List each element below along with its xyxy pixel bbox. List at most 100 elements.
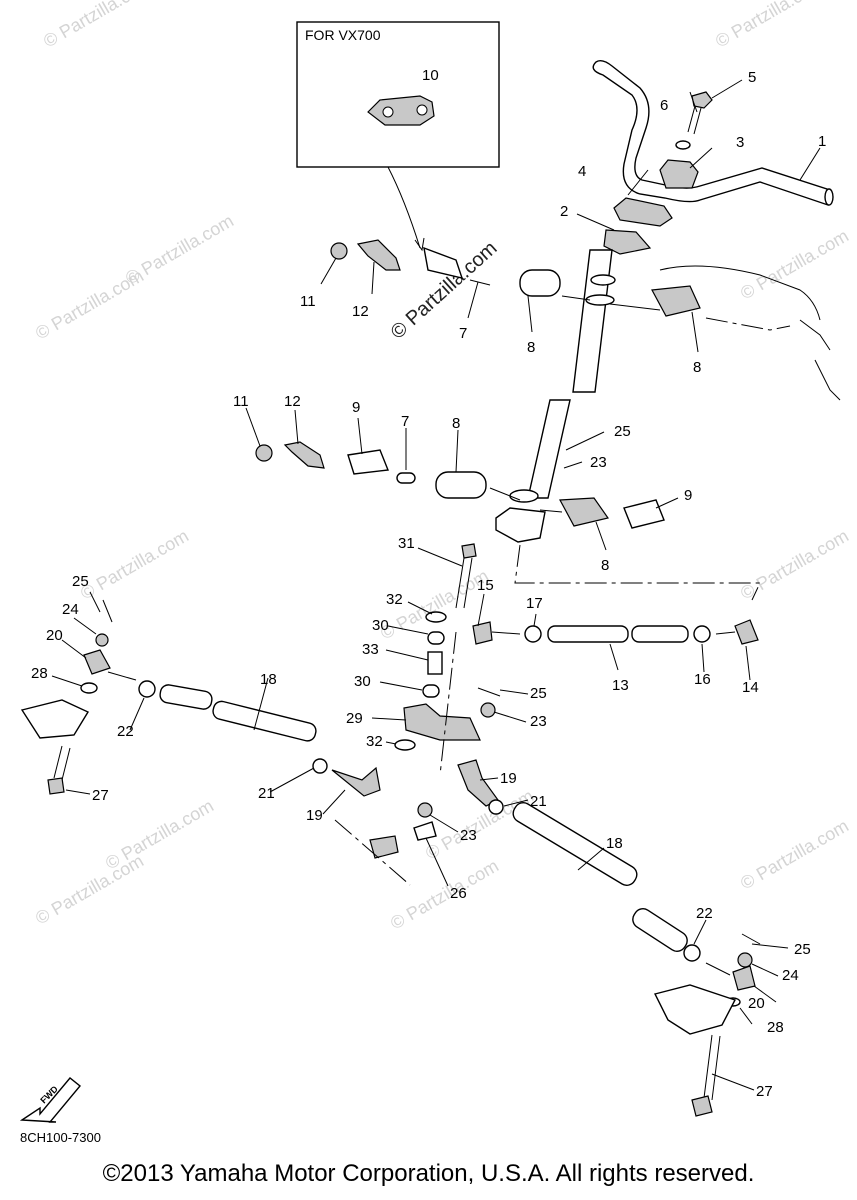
- tie-rod-end-part-15: [472, 621, 493, 645]
- washer-part-32-upper: [425, 611, 447, 623]
- callout-23-lower: 23: [460, 827, 477, 844]
- callout-8-mid: 8: [452, 415, 460, 432]
- bushing-part-8-upper-right: [651, 285, 701, 317]
- callout-23-mid: 23: [530, 713, 547, 730]
- spacer-part-33: [427, 651, 443, 675]
- callout-30-upper: 30: [372, 617, 389, 634]
- bushing-part-9-right: [623, 499, 665, 529]
- callout-5: 5: [748, 69, 756, 86]
- bolt-part-27-left: [47, 777, 65, 795]
- tie-rod-end-part-19-right: [457, 759, 499, 807]
- nut-part-21-right: [488, 799, 504, 815]
- callout-9-right: 9: [684, 487, 692, 504]
- bushing-part-8-mid: [435, 471, 487, 499]
- bolt-head-part-5: [691, 91, 713, 109]
- callout-13: 13: [612, 677, 629, 694]
- column-holder-part-2: [603, 229, 652, 255]
- watermark: © Partzilla.com: [737, 815, 852, 893]
- callout-25-top: 25: [614, 423, 631, 440]
- callout-3: 3: [736, 134, 744, 151]
- nut-part-24-right: [737, 952, 753, 968]
- callout-9-mid: 9: [352, 399, 360, 416]
- tie-rod-part-18-right-a: [512, 802, 638, 886]
- bushing-part-8-mid-right: [559, 497, 609, 527]
- tie-rod-part-18-left-a: [159, 684, 213, 710]
- callout-26: 26: [450, 885, 467, 902]
- callout-18-left: 18: [260, 671, 277, 688]
- callout-20-right: 20: [748, 995, 765, 1012]
- leader-lines: [51, 79, 821, 1091]
- callout-25-mid: 25: [530, 685, 547, 702]
- callout-19-left: 19: [306, 807, 323, 824]
- nut-part-11-mid: [255, 444, 273, 462]
- watermark: © Partzilla.com: [40, 0, 155, 51]
- callout-8-upper-right: 8: [693, 359, 701, 376]
- nut-part-21-left: [312, 758, 328, 774]
- link-part-12-upper: [356, 239, 401, 271]
- watermark: © Partzilla.com: [77, 525, 192, 603]
- nut-part-23-upper: [480, 702, 496, 718]
- callout-6: 6: [660, 97, 668, 114]
- steering-column-upper: [572, 249, 613, 393]
- callout-7-mid: 7: [401, 413, 409, 430]
- knuckle-arm-right: [653, 984, 736, 1035]
- nut-part-11-upper: [330, 242, 348, 260]
- steering-column-lower: [527, 399, 571, 499]
- nut-part-16: [693, 625, 711, 643]
- watermark: © Partzilla.com: [32, 850, 147, 928]
- callout-14: 14: [742, 679, 759, 696]
- washer-part-32-lower: [394, 739, 416, 751]
- callout-28-left: 28: [31, 665, 48, 682]
- washer-part-26: [413, 821, 437, 841]
- callout-11-upper: 11: [300, 293, 316, 310]
- callout-27-right: 27: [756, 1083, 773, 1100]
- callout-12-mid: 12: [284, 393, 301, 410]
- callout-22-right: 22: [696, 905, 713, 922]
- knuckle-arm-left: [20, 699, 90, 739]
- callout-27-left: 27: [92, 787, 109, 804]
- callout-8-mid-right: 8: [601, 557, 609, 574]
- callout-20-left: 20: [46, 627, 63, 644]
- upper-holder-part-3: [659, 159, 699, 189]
- bushing-part-8-upper-left: [519, 269, 561, 297]
- callout-29: 29: [346, 710, 363, 727]
- callout-21-left: 21: [258, 785, 275, 802]
- nut-part-22-right: [683, 944, 701, 962]
- watermark: © Partzilla.com: [32, 265, 147, 343]
- watermark: © Partzilla.com: [712, 0, 827, 51]
- washer-part-6: [675, 140, 691, 150]
- plate-part-10: [367, 95, 435, 126]
- callout-31: 31: [398, 535, 415, 552]
- watermark: © Partzilla.com: [737, 525, 852, 603]
- callout-4: 4: [578, 163, 586, 180]
- callout-18-right: 18: [606, 835, 623, 852]
- callout-15: 15: [477, 577, 494, 594]
- tie-rod-end-part-20-right: [732, 965, 756, 991]
- callout-12-upper: 12: [352, 303, 369, 320]
- fwd-arrow-icon: FWD: [19, 1077, 81, 1123]
- nut-part-23-lower: [417, 802, 433, 818]
- center-watermark: © Partzilla.com: [387, 237, 502, 344]
- bushing-part-9-upper: [423, 246, 464, 279]
- callout-25-right: 25: [794, 941, 811, 958]
- nut-part-17: [524, 625, 542, 643]
- callout-1: 1: [818, 133, 826, 150]
- callout-17: 17: [526, 595, 543, 612]
- collar-part-30-upper: [427, 631, 445, 645]
- tie-rod-part-18-right-b: [632, 908, 688, 952]
- relay-arm-part-29: [403, 703, 481, 741]
- callout-32-upper: 32: [386, 591, 403, 608]
- tie-rod-end-part-19-left: [331, 766, 381, 797]
- callout-28-right: 28: [767, 1019, 784, 1036]
- diagram-code: 8CH100-7300: [20, 1130, 101, 1145]
- inset-title: FOR VX700: [305, 27, 381, 43]
- callout-23-top: 23: [590, 454, 607, 471]
- nut-part-24-left: [95, 633, 109, 647]
- callout-10: 10: [422, 67, 439, 84]
- handlebar-part-1: [592, 59, 831, 206]
- callout-8-upper-left: 8: [527, 339, 535, 356]
- callout-7-upper: 7: [459, 325, 467, 342]
- lower-holder-part-4: [613, 197, 673, 227]
- callout-11-mid: 11: [233, 393, 249, 410]
